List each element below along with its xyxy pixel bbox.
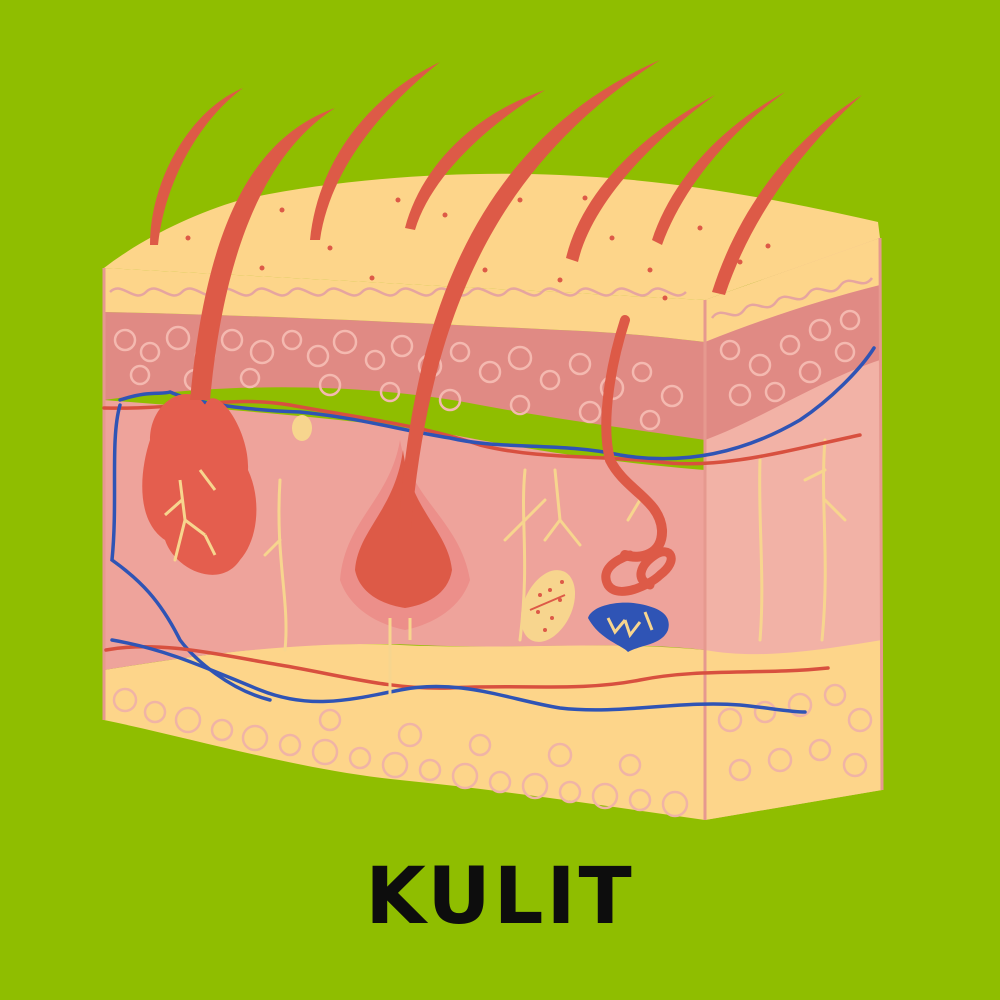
pacinian-corpuscle [520,570,576,642]
vein-lower [110,638,807,714]
artery-upper [102,399,862,466]
sebaceous-gland [142,393,257,575]
hair-shaft-7 [652,92,785,245]
side-epidermis [705,238,880,342]
subcutis-layer [104,644,705,820]
hair-shaft-4 [405,90,545,230]
hair-shaft-1 [150,88,243,245]
hair-shaft-5 [398,60,660,540]
skin-block [102,173,884,820]
diagram-title: KULIT [365,852,635,942]
hair-shaft-2 [190,108,335,400]
epidermis-layer [104,268,705,342]
sweat-gland [601,315,676,596]
blue-gland [588,602,669,652]
skin-surface [104,173,880,300]
hair-shaft-6 [566,95,715,262]
fat-cell-pattern [112,683,873,818]
hair-shaft-8 [712,95,862,295]
nerve-ending [292,415,312,441]
hair-shaft-3 [310,62,440,240]
skin-pores [185,195,771,301]
hair-shafts [150,60,862,540]
cell-pattern [113,309,861,431]
